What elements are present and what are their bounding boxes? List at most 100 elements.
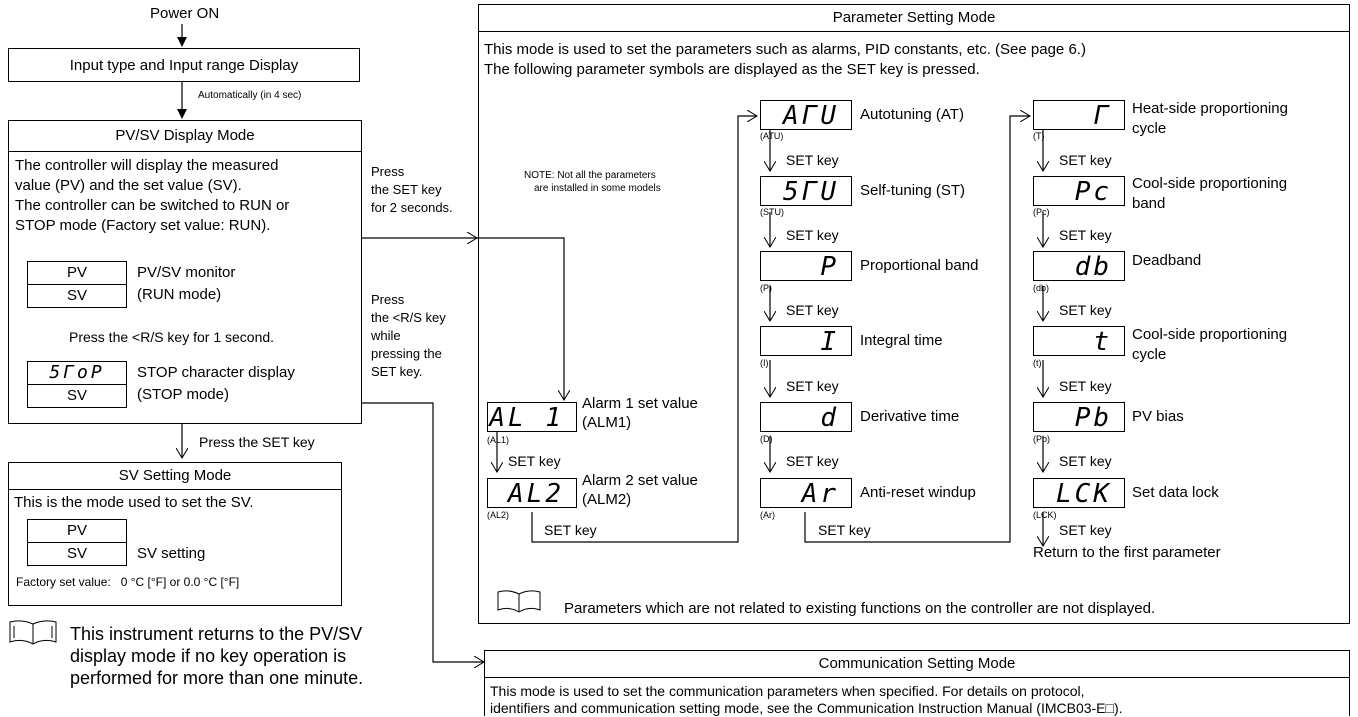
al1-label-1: Alarm 1 set value: [582, 395, 698, 412]
atu-display: AΓU: [760, 100, 852, 131]
atu-label: Autotuning (AT): [860, 106, 964, 123]
al2-label-1: Alarm 2 set value: [582, 472, 698, 489]
pb-display: Pb: [1033, 402, 1125, 433]
t2-display: t: [1033, 326, 1125, 357]
al2-display: AL2: [487, 478, 577, 509]
param-desc-2: The following parameter symbols are disp…: [484, 61, 980, 78]
sv-display: SV: [27, 284, 127, 308]
stop-char-display: 5ΓoP: [27, 361, 127, 385]
factory-set-value: Factory set value: 0 °C [°F] or 0.0 °C […: [16, 575, 240, 589]
al1-label-2: (ALM1): [582, 414, 632, 431]
atu-code: (ATU): [760, 131, 784, 141]
pvsv-title: PV/SV Display Mode: [9, 121, 361, 152]
t2-label-2: cycle: [1132, 346, 1167, 363]
comm-desc-1: This mode is used to set the communicati…: [490, 683, 1085, 699]
rs-press-label: Press the <R/S key for 1 second.: [69, 329, 275, 345]
pc-set-key: SET key: [1059, 227, 1112, 243]
d-code: (D): [760, 434, 773, 444]
auto-label: Automatically (in 4 sec): [198, 90, 302, 101]
pvsv-desc-3: The controller can be switched to RUN or: [15, 197, 290, 214]
pvsv-desc-4: STOP mode (Factory set value: RUN).: [15, 217, 271, 234]
param-title: Parameter Setting Mode: [479, 5, 1349, 32]
pvsv-display-mode: PV/SV Display Mode The controller will d…: [8, 120, 362, 424]
p-set-key: SET key: [786, 302, 839, 318]
param-desc-1: This mode is used to set the parameters …: [484, 41, 1086, 58]
pc-label-2: band: [1132, 195, 1166, 212]
press-set-2s-1: Press: [371, 164, 405, 179]
sv-setting-mode: SV Setting Mode This is the mode used to…: [8, 462, 342, 606]
note-return-2: display mode if no key operation is: [70, 646, 347, 666]
lck-label: Set data lock: [1132, 484, 1219, 501]
db-set-key: SET key: [1059, 302, 1112, 318]
press-rs-5: SET key.: [371, 364, 423, 379]
d-display: d: [760, 402, 852, 433]
al1-display: AL 1: [487, 402, 577, 433]
i-label: Integral time: [860, 332, 943, 349]
param-footer-note: Parameters which are not related to exis…: [564, 600, 1156, 617]
t2-set-key: SET key: [1059, 378, 1112, 394]
t-label-2: cycle: [1132, 120, 1167, 137]
sv-setting-pv: PV: [27, 519, 127, 543]
communication-setting-mode: Communication Setting Mode This mode is …: [484, 650, 1350, 716]
return-first-parameter: Return to the first parameter: [1033, 544, 1221, 561]
ar-code: (Ar): [760, 510, 775, 520]
db-code: (db): [1033, 283, 1050, 293]
press-set-label: Press the SET key: [199, 434, 315, 450]
p-display: P: [760, 251, 852, 282]
p-label: Proportional band: [860, 257, 979, 274]
i-display: I: [760, 326, 852, 357]
stu-set-key: SET key: [786, 227, 839, 243]
t2-label-1: Cool-side proportioning: [1132, 326, 1288, 343]
pvsv-desc-1: The controller will display the measured: [15, 157, 279, 174]
press-rs-4: pressing the: [371, 346, 442, 361]
arrow-pvsv-comm: [362, 403, 484, 662]
ar-display: Ar: [760, 478, 852, 509]
al2-label-2: (ALM2): [582, 491, 632, 508]
press-rs-3: while: [371, 328, 401, 343]
atu-set-key: SET key: [786, 152, 839, 168]
pb-label: PV bias: [1132, 408, 1184, 425]
al2-set-key: SET key: [544, 522, 597, 538]
pc-code: (Pc): [1033, 207, 1050, 217]
monitor-label-2: (RUN mode): [137, 286, 222, 303]
stu-code: (STU): [760, 207, 784, 217]
lck-code: (LCK): [1033, 510, 1057, 520]
db-display: db: [1033, 251, 1125, 282]
db-label: Deadband: [1132, 252, 1202, 269]
param-note-1: NOTE: Not all the parameters: [524, 170, 656, 181]
monitor-label-1: PV/SV monitor: [137, 264, 236, 281]
lck-set-key: SET key: [1059, 522, 1112, 538]
press-set-2s-3: for 2 seconds.: [371, 200, 453, 215]
t-label-1: Heat-side proportioning: [1132, 100, 1288, 117]
t2-code: (t): [1033, 358, 1042, 368]
ar-set-key: SET key: [818, 522, 871, 538]
press-rs-1: Press: [371, 292, 405, 307]
lck-display: LCK: [1033, 478, 1125, 509]
press-set-2s-2: the SET key: [371, 182, 442, 197]
arrow-to-al1: [477, 237, 564, 400]
power-on-label: Power ON: [150, 5, 220, 22]
pb-set-key: SET key: [1059, 453, 1112, 469]
note-return-1: This instrument returns to the PV/SV: [70, 624, 363, 644]
pc-display: Pc: [1033, 176, 1125, 207]
t-set-key: SET key: [1059, 152, 1112, 168]
press-rs-2: the <R/S key: [371, 310, 446, 325]
d-set-key: SET key: [786, 453, 839, 469]
comm-title: Communication Setting Mode: [485, 651, 1349, 678]
p-code: (P): [760, 283, 772, 293]
arrow-ar-t: [804, 116, 1030, 543]
d-label: Derivative time: [860, 408, 960, 425]
stu-label: Self-tuning (ST): [860, 182, 966, 199]
arrow-al2-atu: [531, 116, 757, 543]
comm-desc-2: identifiers and communication setting mo…: [490, 700, 1123, 716]
pc-label-1: Cool-side proportioning: [1132, 175, 1288, 192]
i-set-key: SET key: [786, 378, 839, 394]
note-return-3: performed for more than one minute.: [70, 668, 364, 688]
pvsv-desc-2: value (PV) and the set value (SV).: [15, 177, 242, 194]
sv-setting-sv: SV: [27, 542, 127, 566]
sv-setting-title: SV Setting Mode: [9, 463, 341, 490]
ar-label: Anti-reset windup: [860, 484, 976, 501]
al1-code: (AL1): [487, 435, 510, 445]
sv-setting-label: SV setting: [137, 545, 206, 562]
